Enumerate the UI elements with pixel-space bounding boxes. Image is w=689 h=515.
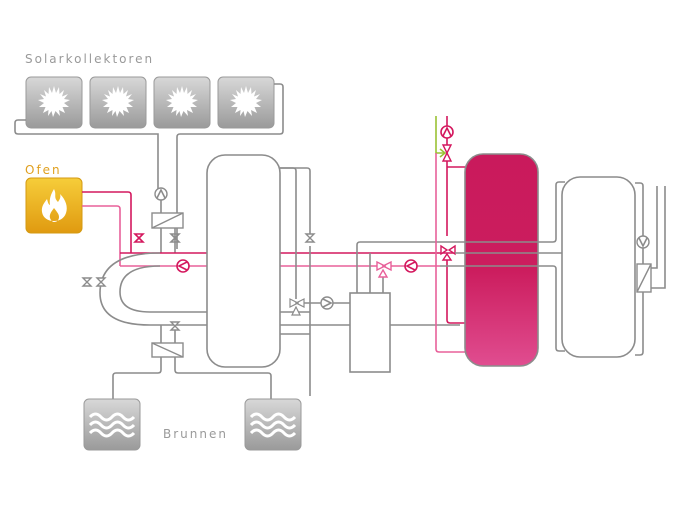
hot-water-tank [464,153,539,367]
oven-box [25,177,83,234]
oven-pipe-supply [82,191,132,253]
mixing-valve-icon [376,260,392,278]
loop-pipe-inner [119,265,310,313]
oven-pipe-return [82,205,121,266]
wells-label: Brunnen [163,427,228,441]
solar-pipe-return [14,119,159,189]
well-valve-icon [169,321,181,331]
loop-valve-icon [81,277,93,287]
hot-water-valve-icon [441,144,453,162]
flame-icon [41,189,67,222]
buffer-tank-left [206,154,281,368]
oven-valve-icon [133,233,145,243]
buffer-tank-right [561,176,636,358]
well-pipe-2 [174,357,272,399]
solar-collector-1 [25,76,83,129]
solar-valve-icon [169,233,181,243]
well-2 [244,398,302,451]
solar-collector-2 [89,76,147,129]
oven-label: Ofen [25,163,62,177]
solar-collector-4 [217,76,275,129]
solar-pipe-supply [176,83,284,249]
solar-collectors-label: Solarkollektoren [25,52,155,66]
well-1 [83,398,141,451]
well-pipe-1 [112,357,162,399]
loop-valve-icon [95,277,107,287]
tank-mixing-valve-icon [440,244,456,261]
boiler-unit [349,292,391,373]
solar-collector-3 [153,76,211,129]
loop-pipe-outer [99,252,460,326]
tank-valve-icon [304,233,316,243]
